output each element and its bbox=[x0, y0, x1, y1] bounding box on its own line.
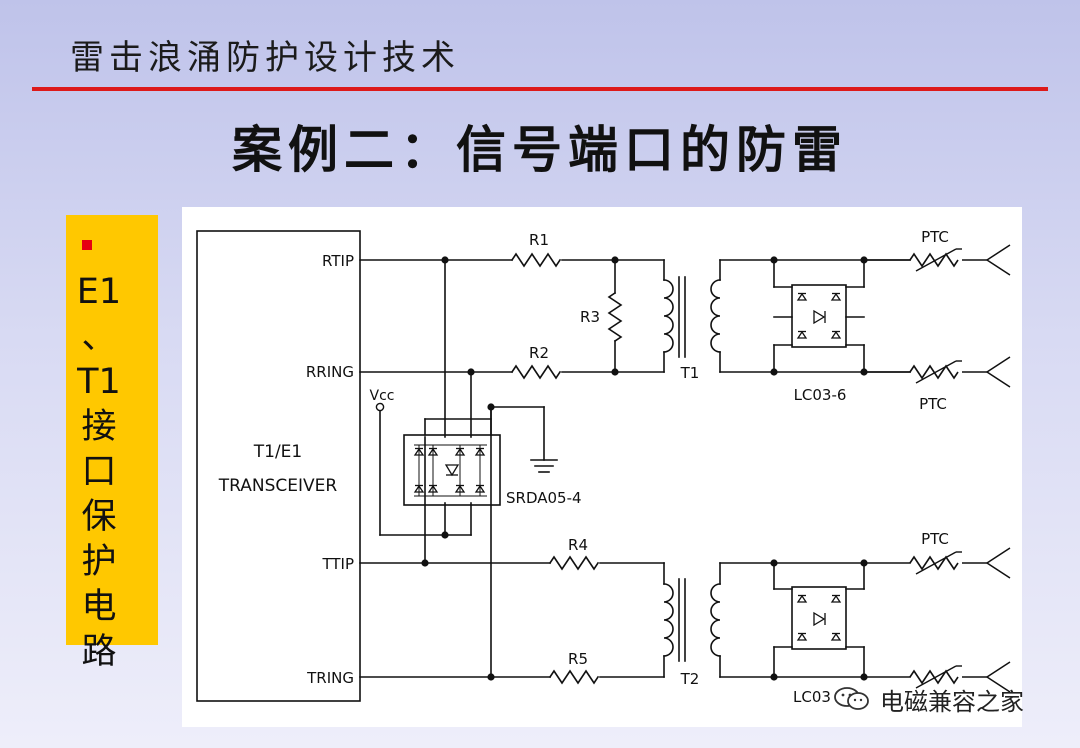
ptc-label-low: PTC bbox=[921, 530, 949, 548]
vcc-label: Vcc bbox=[370, 388, 395, 404]
t1-primary-coil bbox=[663, 279, 674, 353]
pin-ttip: TTIP bbox=[321, 555, 354, 573]
lc03-internal bbox=[797, 594, 841, 641]
header-rule bbox=[32, 87, 1048, 91]
transceiver-box bbox=[196, 230, 361, 702]
pin-rtip: RTIP bbox=[322, 252, 354, 270]
pin-tring: TRING bbox=[306, 669, 354, 687]
lc03-6-protector bbox=[791, 284, 847, 348]
r3-resistor bbox=[607, 291, 623, 343]
ptc-label-top: PTC bbox=[921, 228, 949, 246]
slide-title: 案例二：信号端口的防雷 bbox=[232, 121, 848, 179]
watermark-text: 电磁兼容之家 bbox=[880, 687, 1024, 716]
watermark: 电磁兼容之家 bbox=[832, 683, 1024, 716]
header-title: 雷击浪涌防护设计技术 bbox=[70, 38, 460, 78]
ptc-resistor bbox=[909, 248, 963, 272]
transceiver-label-2: TRANSCEIVER bbox=[218, 476, 338, 496]
r1-resistor bbox=[510, 252, 562, 268]
t2-primary-coil bbox=[663, 583, 674, 657]
circuit-diagram: T1/E1 TRANSCEIVER RTIP RRING TTIP TRING … bbox=[182, 207, 1022, 727]
lc03-label: LC03 bbox=[793, 688, 831, 706]
t2-label: T2 bbox=[680, 670, 700, 688]
r4-resistor bbox=[548, 555, 600, 571]
vcc-terminal bbox=[375, 402, 385, 412]
lc03-6-label: LC03-6 bbox=[794, 386, 847, 404]
srda05-4-protector bbox=[403, 434, 501, 506]
r1-label: R1 bbox=[529, 231, 549, 249]
r3-label: R3 bbox=[580, 308, 600, 326]
srda-diode-array bbox=[414, 444, 487, 497]
junction-dots bbox=[421, 256, 868, 681]
lc03-protector bbox=[791, 586, 847, 650]
side-label: E1 、 T1 接 口 保 护 电 路 bbox=[76, 272, 122, 672]
lc03-6-internal bbox=[797, 292, 841, 339]
t2-secondary-coil bbox=[710, 583, 721, 657]
side-label-box bbox=[66, 215, 158, 645]
transceiver-label-1: T1/E1 bbox=[253, 442, 303, 462]
r5-label: R5 bbox=[568, 650, 588, 668]
r2-label: R2 bbox=[529, 344, 549, 362]
wechat-icon bbox=[834, 687, 869, 710]
t1-secondary-coil bbox=[710, 279, 721, 353]
ptc-resistor bbox=[909, 551, 963, 575]
r4-label: R4 bbox=[568, 536, 588, 554]
r5-resistor bbox=[548, 669, 600, 685]
pin-rring: RRING bbox=[306, 363, 354, 381]
bullet-icon bbox=[82, 240, 92, 250]
ptc-resistor bbox=[909, 360, 963, 384]
r2-resistor bbox=[510, 364, 562, 380]
line-connectors bbox=[962, 244, 1011, 693]
ptc-label-mid: PTC bbox=[919, 395, 947, 413]
t1-label: T1 bbox=[680, 364, 700, 382]
srda-label: SRDA05-4 bbox=[506, 489, 582, 507]
